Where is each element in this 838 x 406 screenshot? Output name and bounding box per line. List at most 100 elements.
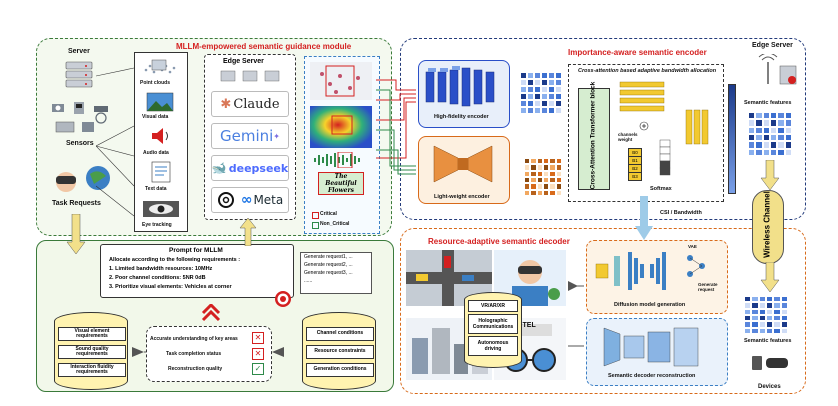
- feature-cell: [780, 321, 788, 328]
- vr-user-scene: [494, 250, 566, 306]
- feature-cell: [520, 86, 527, 93]
- feature-cell: [541, 72, 548, 79]
- req-sound: Sound quality requirements: [58, 345, 126, 359]
- feature-cell: [766, 314, 774, 322]
- feature-cell: [548, 93, 555, 100]
- feature-cell: [520, 100, 527, 107]
- devices-label: Devices: [758, 384, 781, 390]
- feature-cell: [744, 327, 752, 334]
- requirements-down-arrow: [66, 214, 86, 254]
- feature-cell: [777, 112, 785, 120]
- feature-cell: [555, 72, 562, 79]
- softmax-label: Softmax: [650, 186, 672, 192]
- feature-cell: [543, 183, 550, 190]
- feature-cell: [530, 189, 537, 196]
- feature-cell: [548, 79, 555, 86]
- feature-cell: [758, 308, 766, 315]
- vr-user-icon: [56, 166, 110, 192]
- server-icon: [65, 61, 93, 88]
- feature-cell: [762, 112, 770, 120]
- feature-cell: [770, 126, 778, 134]
- feature-cell: [548, 100, 555, 107]
- modality-visual-data: Visual data: [142, 114, 169, 120]
- cond-generation: Generation conditions: [306, 363, 374, 377]
- edge-server-title: Edge Server: [223, 58, 264, 65]
- llm-gemini: Gemini ✦: [211, 123, 289, 149]
- llm-meta: ∞ Meta: [211, 187, 289, 213]
- feature-cell: [549, 183, 556, 190]
- feature-cell: [770, 119, 778, 127]
- feature-cell: [536, 164, 543, 171]
- check-status-1: ✕: [252, 332, 264, 344]
- feature-cell: [755, 126, 763, 134]
- feature-cell: [777, 148, 785, 156]
- feature-cell: [784, 112, 792, 120]
- feature-cell: [524, 183, 531, 190]
- llm-deepseek: 🐋 deepseek: [211, 155, 289, 181]
- channels-weight-label: channels weight: [618, 132, 638, 142]
- feature-cell: [555, 158, 562, 165]
- audio-waveform: [314, 152, 360, 168]
- hf-output-grid: [520, 72, 562, 114]
- feature-to-encoder-arrows: [376, 79, 416, 175]
- meta-icon: ∞: [240, 192, 253, 208]
- requirements-cylinder: Visual element requirements Sound qualit…: [54, 312, 128, 390]
- feature-cell: [773, 302, 781, 309]
- feature-cell: [543, 176, 550, 184]
- feature-cell: [548, 72, 555, 79]
- feature-cell: [748, 148, 756, 156]
- app-vr: VR/AR/XR: [468, 300, 518, 312]
- feature-cell: [748, 141, 756, 149]
- llm-claude: ✱ Claude: [211, 91, 289, 117]
- feature-cell: [527, 86, 534, 93]
- reconstruction-label: Semantic decoder reconstruction: [608, 373, 696, 379]
- feature-cell: [520, 107, 527, 114]
- visual-data-icon: [146, 92, 174, 112]
- feature-cell: [751, 308, 759, 315]
- feature-cell: [755, 119, 763, 127]
- light-weight-encoder-graphic: [433, 145, 493, 183]
- feature-cell: [530, 164, 537, 171]
- feature-cell: [773, 314, 781, 322]
- wireless-lower-arrow: [760, 262, 780, 292]
- feature-cell: [766, 321, 774, 328]
- feature-cell: [744, 308, 752, 315]
- diffusion-graphic: [595, 252, 705, 290]
- transformer-label: Cross-Attention Transformer block: [589, 81, 597, 190]
- feature-cell: [780, 327, 788, 334]
- feature-cell: [744, 302, 752, 309]
- feature-cell: [541, 100, 548, 107]
- sensors-icon: [52, 102, 108, 133]
- visual-heatmap: [310, 106, 372, 148]
- app-autonomous: Autonomous driving: [468, 336, 518, 356]
- feature-cell: [784, 133, 792, 142]
- feature-cell: [780, 302, 788, 309]
- generate-request-stack: Generate request1, ... Generate request2…: [300, 252, 372, 294]
- modality-point-clouds: Point clouds: [140, 80, 170, 86]
- feature-cell: [762, 126, 770, 134]
- audio-icon: [152, 128, 168, 144]
- feature-cell: [541, 107, 548, 114]
- antenna-icon: [758, 54, 797, 85]
- feature-cell: [748, 126, 756, 134]
- wireless-channel-label: Wireless Channel: [762, 191, 772, 258]
- decoder-semantic-grid: [744, 296, 788, 334]
- feature-cell: [543, 170, 550, 177]
- gemini-icon: ✦: [273, 131, 280, 141]
- feature-cell: [530, 170, 537, 177]
- feature-cell: [548, 86, 555, 93]
- feature-cell: [762, 133, 770, 142]
- feature-cell: [780, 308, 788, 315]
- feature-cell: [784, 141, 792, 149]
- feature-cell: [784, 119, 792, 127]
- feature-cell: [534, 79, 541, 86]
- modality-text-data: Text data: [145, 186, 167, 192]
- feature-cell: [524, 189, 531, 196]
- decoder-arrows: [568, 281, 584, 347]
- generate-request-label: Generate request: [698, 282, 718, 292]
- feature-cell: [520, 93, 527, 100]
- feature-cell: [527, 79, 534, 86]
- feature-cell: [758, 296, 766, 303]
- feature-cell: [524, 158, 531, 165]
- red-chevron-icon: [201, 304, 221, 322]
